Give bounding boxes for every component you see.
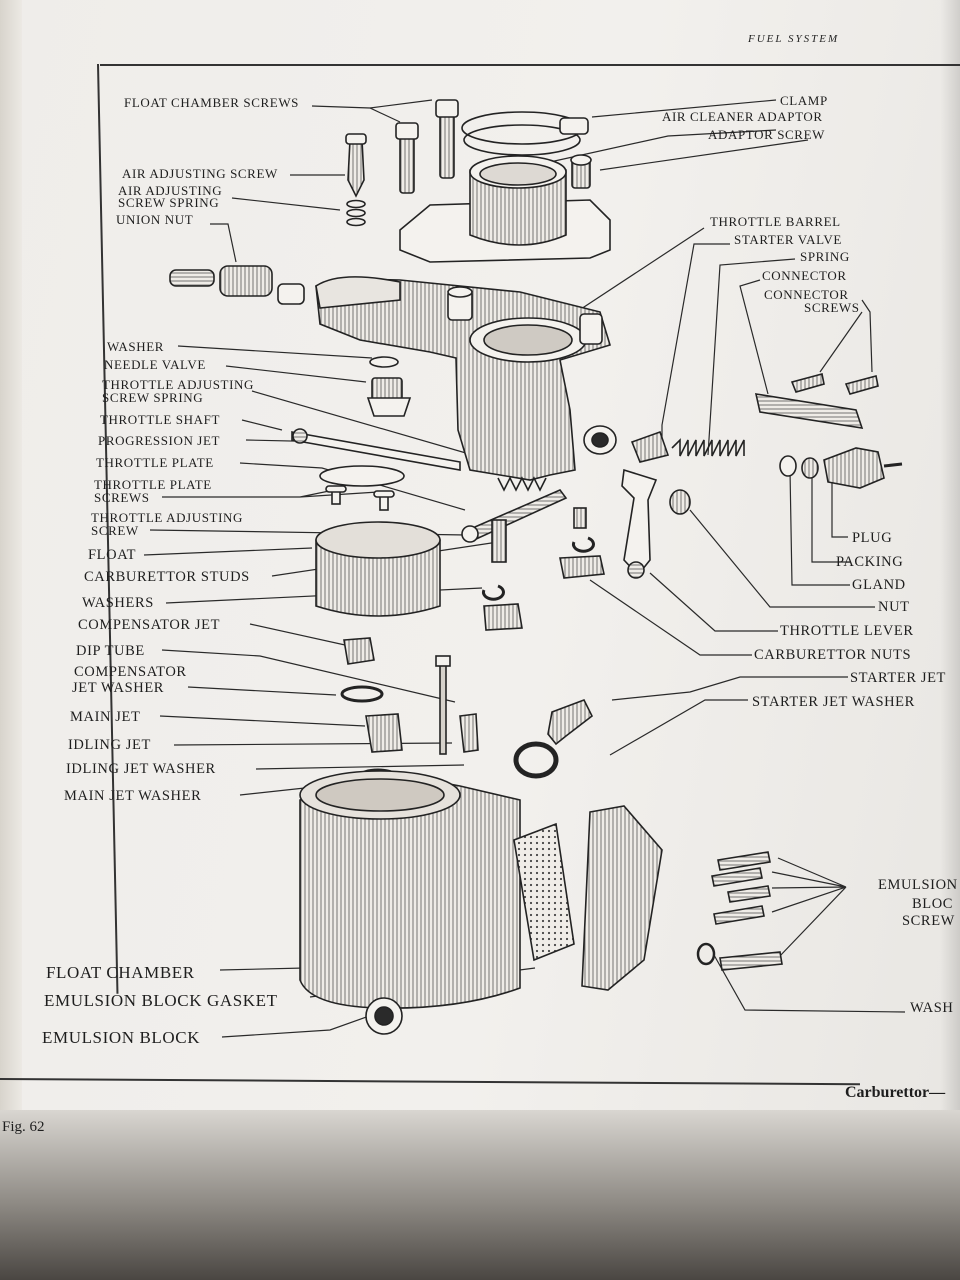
- label-air-adjusting-screw-spring-1: AIR ADJUSTING: [118, 183, 223, 198]
- label-union-nut: UNION NUT: [116, 212, 194, 227]
- label-float: FLOAT: [88, 547, 137, 563]
- label-idling-jet-washer: IDLING JET WASHER: [66, 761, 216, 777]
- label-washers: WASHERS: [82, 595, 154, 611]
- label-main-jet-washer: MAIN JET WASHER: [64, 788, 202, 804]
- label-progression-jet: PROGRESSION JET: [98, 433, 221, 448]
- section-header: FUEL SYSTEM: [748, 33, 840, 45]
- label-emulsion-block-screws-2: BLOC: [912, 896, 954, 912]
- label-throttle-plate-screws-1: THROTTLE PLATE: [94, 477, 212, 492]
- label-connector: CONNECTOR: [762, 268, 847, 283]
- label-packing: PACKING: [836, 554, 904, 570]
- label-throttle-adjusting-screw-spring-1: THROTTLE ADJUSTING: [102, 377, 254, 392]
- label-dip-tube: DIP TUBE: [76, 643, 145, 659]
- label-connector-screws-2: SCREWS: [804, 300, 860, 315]
- label-air-cleaner-adaptor: AIR CLEANER ADAPTOR: [662, 109, 823, 124]
- figure-frame-top: [100, 64, 960, 66]
- label-starter-jet: STARTER JET: [850, 670, 947, 686]
- page-binding-edge: [0, 0, 22, 1110]
- label-throttle-adjusting-screw-1: THROTTLE ADJUSTING: [91, 510, 243, 525]
- label-throttle-lever: THROTTLE LEVER: [780, 623, 914, 639]
- label-plug: PLUG: [852, 530, 893, 546]
- label-nut: NUT: [878, 599, 910, 615]
- label-starter-jet-washer: STARTER JET WASHER: [752, 694, 915, 710]
- label-throttle-barrel: THROTTLE BARREL: [710, 214, 841, 229]
- label-throttle-plate: THROTTLE PLATE: [96, 455, 214, 470]
- label-emulsion-block-screws-1: EMULSION: [878, 877, 958, 893]
- carburettor-exploded-diagram: [143, 99, 906, 1038]
- label-connector-screws-1: CONNECTOR: [764, 287, 849, 302]
- label-float-chamber: FLOAT CHAMBER: [46, 963, 195, 982]
- page-shadow: [940, 0, 960, 1110]
- label-throttle-shaft: THROTTLE SHAFT: [100, 412, 220, 427]
- label-washer: WASHER: [107, 339, 165, 354]
- label-carburettor-nuts: CARBURETTOR NUTS: [754, 647, 912, 663]
- label-air-adjusting-screw-spring-2: SCREW SPRING: [118, 195, 220, 210]
- label-compensator-jet-washer-1: COMPENSATOR: [74, 664, 187, 680]
- label-emulsion-block-gasket: EMULSION BLOCK GASKET: [44, 991, 278, 1010]
- page-bottom-shadow: [0, 1110, 960, 1280]
- label-carburettor-studs: CARBURETTOR STUDS: [84, 569, 250, 585]
- label-needle-valve: NEEDLE VALVE: [104, 357, 206, 372]
- label-starter-valve: STARTER VALVE: [734, 232, 842, 247]
- label-emulsion-block-screws-3: SCREW: [902, 913, 955, 929]
- label-main-jet: MAIN JET: [70, 709, 141, 725]
- label-throttle-plate-screws-2: SCREWS: [94, 490, 150, 505]
- label-gland: GLAND: [852, 577, 906, 593]
- label-compensator-jet-washer-2: JET WASHER: [72, 680, 165, 696]
- label-compensator-jet: COMPENSATOR JET: [78, 617, 221, 633]
- figure-number: Fig. 62: [2, 1119, 45, 1135]
- label-spring: SPRING: [800, 249, 850, 264]
- label-air-adjusting-screw: AIR ADJUSTING SCREW: [122, 166, 278, 181]
- label-adaptor-screw: ADAPTOR SCREW: [708, 127, 825, 142]
- label-clamp: CLAMP: [780, 93, 828, 108]
- label-throttle-adjusting-screw-spring-2: SCREW SPRING: [102, 390, 204, 405]
- figure-caption: Carburettor—: [845, 1084, 946, 1101]
- label-throttle-adjusting-screw-2: SCREW: [91, 523, 139, 538]
- label-idling-jet: IDLING JET: [68, 737, 151, 753]
- label-float-chamber-screws: FLOAT CHAMBER SCREWS: [124, 95, 300, 110]
- label-washer-right: WASH: [910, 1000, 954, 1016]
- label-emulsion-block: EMULSION BLOCK: [42, 1028, 201, 1047]
